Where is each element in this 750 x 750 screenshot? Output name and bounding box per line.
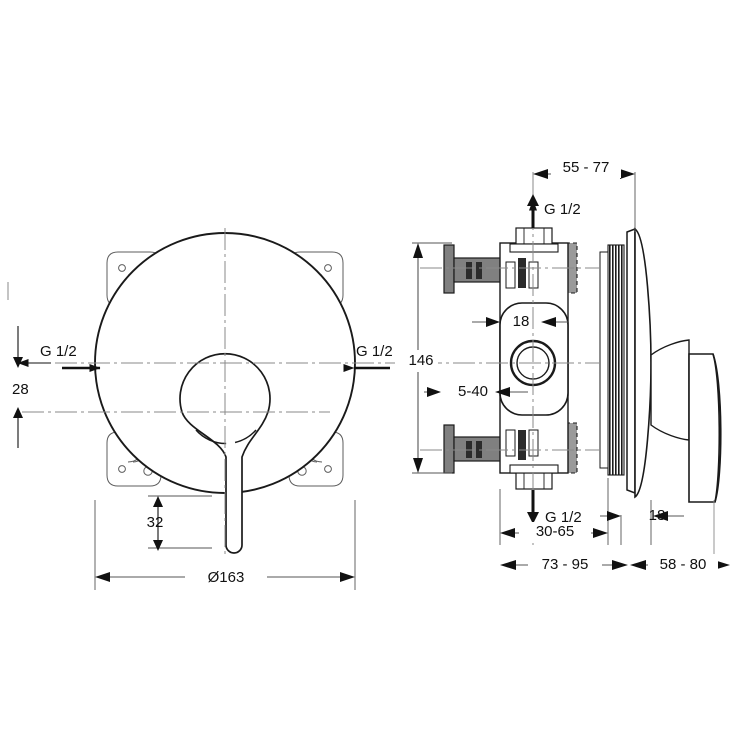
dim-5-40-label: 5-40 (458, 383, 488, 400)
dim-30-65-group (499, 478, 609, 545)
lever-handle-side (650, 339, 722, 503)
dim-55-77-label: 55 - 77 (563, 159, 610, 176)
dim-18-body-label: 18 (513, 313, 530, 330)
side-bottom-outlet-arrow (527, 490, 539, 524)
valve-body-block (499, 227, 569, 490)
dim-28-label: 28 (12, 381, 29, 398)
front-view-centerlines (22, 228, 395, 556)
dim-5-40-group (424, 387, 528, 397)
dim-32-group (148, 495, 212, 551)
front-inlet-left-label: G 1/2 (40, 343, 77, 360)
dim-73-95-group (500, 554, 628, 575)
dim-58-80-label: 58 - 80 (660, 556, 707, 573)
lever-boss-shadow-arc (195, 429, 257, 445)
front-inlet-right-label: G 1/2 (356, 343, 393, 360)
dim-55-77-group (532, 158, 636, 232)
dim-58-80-group (630, 500, 730, 575)
side-bottom-outlet-label: G 1/2 (545, 509, 582, 526)
side-section-view-group: G 1/2 G 1/2 55 - 77 (404, 158, 730, 575)
dim-18-plate-group (600, 500, 684, 545)
side-top-outlet-label: G 1/2 (544, 201, 581, 218)
side-top-outlet-arrow (527, 194, 539, 228)
escutcheon-side-profile (599, 227, 652, 499)
dim-28-group (7, 282, 51, 448)
dim-diameter-group (94, 500, 356, 590)
dim-73-95-label: 73 - 95 (542, 556, 589, 573)
dim-32-label: 32 (147, 514, 164, 531)
dim-18-plate-label: 18 (649, 507, 666, 524)
front-view-group: G 1/2 G 1/2 28 (7, 228, 395, 590)
dim-18-body-group (472, 317, 568, 327)
side-view-centerlines (420, 175, 600, 545)
dim-30-65-label: 30-65 (536, 523, 574, 540)
dim-diameter-label: Ø163 (208, 569, 245, 586)
dim-146-group (404, 242, 452, 474)
dim-146-label: 146 (408, 352, 433, 369)
